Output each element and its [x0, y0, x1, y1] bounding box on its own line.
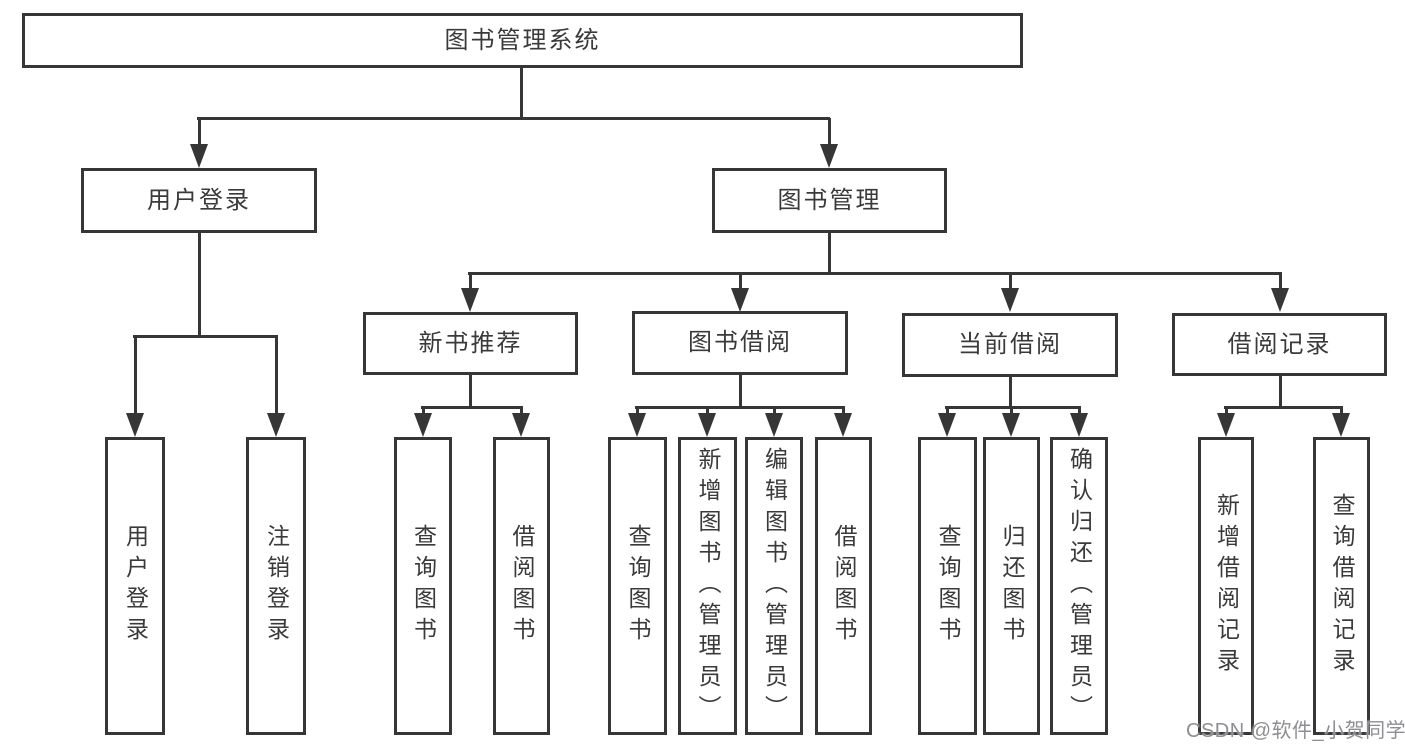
connector-hline — [421, 406, 523, 409]
connector-vline — [1225, 407, 1228, 415]
node-user-login-label: 用户登录 — [147, 186, 251, 214]
connector-vline — [739, 273, 742, 289]
node-root: 图书管理系统 — [22, 13, 1023, 68]
connector-vline — [842, 407, 845, 415]
arrow-down-icon — [698, 413, 716, 437]
arrow-down-icon — [512, 413, 530, 437]
connector-vline — [520, 407, 523, 415]
node-root-label: 图书管理系统 — [444, 26, 601, 54]
arrow-down-icon — [461, 288, 479, 312]
arrow-down-icon — [190, 144, 208, 168]
arrow-down-icon — [126, 413, 144, 437]
arrow-down-icon — [731, 288, 749, 312]
connector-vline — [636, 407, 639, 415]
connector-vline — [1279, 273, 1282, 289]
arrow-down-icon — [628, 413, 646, 437]
leaf-logout: 注销登录 — [246, 437, 306, 735]
node-borrow-records-label: 借阅记录 — [1227, 330, 1332, 358]
arrow-down-icon — [1070, 413, 1088, 437]
connector-vline — [422, 407, 425, 415]
leaf-query-books-3-label: 查询图书 — [935, 524, 961, 648]
leaf-query-books-1-label: 查询图书 — [410, 524, 437, 648]
leaf-borrow-books-2-label: 借阅图书 — [831, 524, 857, 648]
node-book-mgmt-label: 图书管理 — [777, 186, 882, 214]
connector-vline — [828, 233, 831, 274]
leaf-add-borrow-record: 新增借阅记录 — [1198, 437, 1254, 735]
connector-vline — [1010, 407, 1013, 415]
node-new-book-recommend-label: 新书推荐 — [418, 329, 523, 357]
arrow-down-icon — [834, 413, 852, 437]
connector-hline — [1224, 406, 1343, 409]
connector-vline — [198, 233, 201, 337]
connector-vline — [739, 375, 742, 408]
arrow-down-icon — [765, 413, 783, 437]
node-new-book-recommend: 新书推荐 — [363, 312, 578, 375]
connector-vline — [198, 118, 201, 146]
arrow-down-icon — [938, 413, 956, 437]
leaf-return-books-label: 归还图书 — [999, 524, 1025, 648]
leaf-confirm-return-admin-label: 确认归还（管理员） — [1066, 446, 1093, 726]
connector-vline — [773, 407, 776, 415]
connector-vline — [828, 118, 831, 146]
connector-vline — [1340, 407, 1343, 415]
connector-vline — [469, 375, 472, 408]
leaf-query-borrow-record-label: 查询借阅记录 — [1329, 493, 1355, 679]
leaf-query-books-2-label: 查询图书 — [625, 524, 651, 648]
node-current-borrow: 当前借阅 — [902, 313, 1118, 377]
connector-vline — [706, 407, 709, 415]
connector-vline — [134, 336, 137, 414]
leaf-edit-books-admin: 编辑图书（管理员） — [745, 437, 803, 735]
node-user-login: 用户登录 — [81, 168, 317, 233]
node-book-borrow-label: 图书借阅 — [688, 329, 792, 356]
arrow-down-icon — [820, 144, 838, 168]
arrow-down-icon — [414, 413, 432, 437]
leaf-confirm-return-admin: 确认归还（管理员） — [1050, 437, 1108, 735]
connector-hline — [468, 272, 1282, 275]
arrow-down-icon — [1217, 413, 1235, 437]
arrow-down-icon — [1002, 413, 1020, 437]
connector-hline — [635, 406, 845, 409]
connector-hline — [133, 335, 278, 338]
leaf-add-books-admin: 新增图书（管理员） — [678, 437, 737, 735]
leaf-return-books: 归还图书 — [983, 437, 1040, 735]
connector-vline — [1009, 273, 1012, 289]
leaf-query-borrow-record: 查询借阅记录 — [1313, 437, 1370, 735]
node-book-borrow: 图书借阅 — [632, 311, 848, 375]
connector-vline — [469, 273, 472, 289]
leaf-borrow-books-1: 借阅图书 — [493, 437, 550, 735]
connector-vline — [1078, 407, 1081, 415]
connector-vline — [946, 407, 949, 415]
leaf-logout-label: 注销登录 — [263, 524, 290, 648]
arrow-down-icon — [267, 413, 285, 437]
leaf-query-books-3: 查询图书 — [918, 437, 977, 735]
node-book-mgmt: 图书管理 — [712, 168, 947, 233]
csdn-watermark: CSDN @软件_小贺同学 — [1186, 720, 1405, 742]
leaf-borrow-books-2: 借阅图书 — [815, 437, 872, 735]
connector-vline — [1009, 377, 1012, 408]
arrow-down-icon — [1001, 288, 1019, 312]
leaf-borrow-books-1-label: 借阅图书 — [509, 524, 535, 648]
leaf-query-books-2: 查询图书 — [608, 437, 667, 735]
connector-vline — [1279, 376, 1282, 408]
leaf-user-login-label: 用户登录 — [122, 524, 149, 648]
arrow-down-icon — [1332, 413, 1350, 437]
connector-hline — [945, 406, 1081, 409]
leaf-add-borrow-record-label: 新增借阅记录 — [1213, 493, 1240, 679]
leaf-add-books-admin-label: 新增图书（管理员） — [695, 446, 721, 726]
connector-hline — [197, 117, 830, 120]
connector-vline — [275, 336, 278, 414]
connector-vline — [520, 68, 523, 118]
leaf-query-books-1: 查询图书 — [394, 437, 452, 735]
arrow-down-icon — [1271, 288, 1289, 312]
node-current-borrow-label: 当前借阅 — [958, 331, 1062, 358]
leaf-edit-books-admin-label: 编辑图书（管理员） — [761, 446, 788, 726]
node-borrow-records: 借阅记录 — [1172, 313, 1387, 376]
leaf-user-login: 用户登录 — [105, 437, 165, 735]
